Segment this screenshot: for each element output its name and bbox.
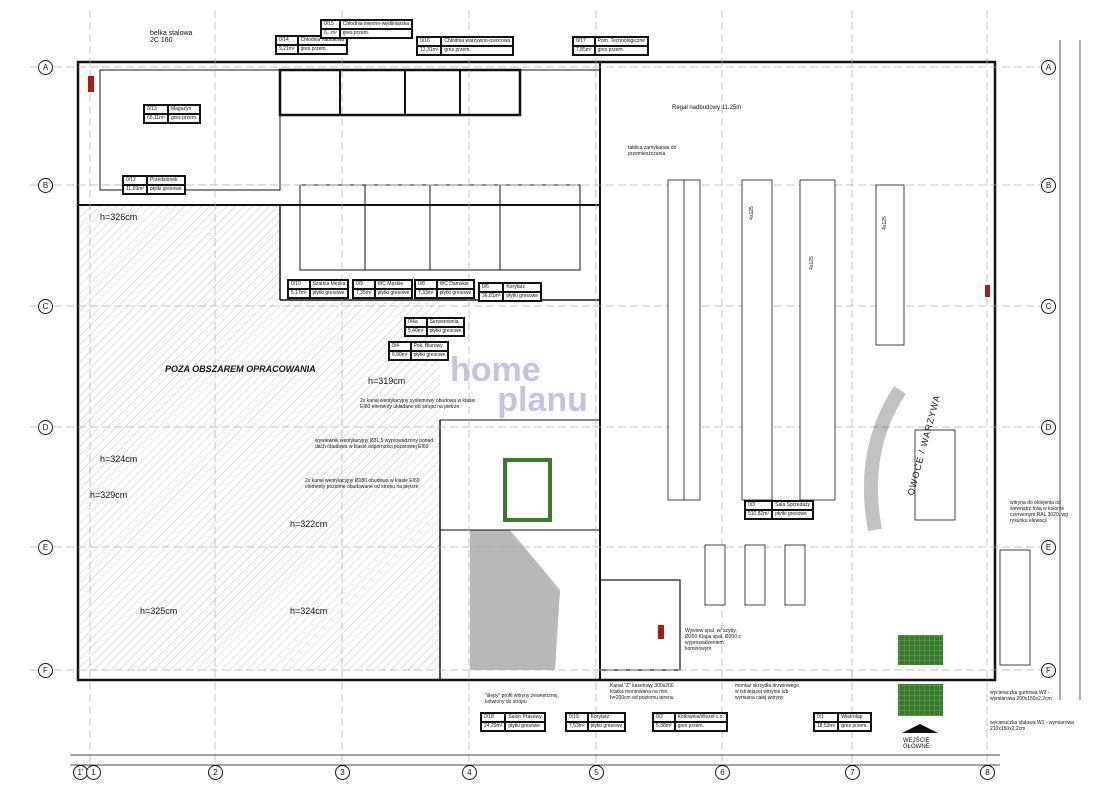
- axis-row-d: D: [38, 420, 53, 435]
- axis-col-6: 6: [715, 765, 730, 780]
- axis-row-e-right: E: [1041, 540, 1056, 555]
- axis-row-b-right: B: [1041, 178, 1056, 193]
- entrance-arrow: [902, 724, 938, 733]
- shop-front-note: tablica zamykanaa do przemieszczania: [628, 145, 677, 157]
- annotation-note: montaż skrzydła drzwiowego w istniejącej…: [735, 683, 799, 701]
- watermark: home planu: [450, 351, 588, 419]
- axis-col-2: 2: [208, 765, 223, 780]
- axis-row-c-right: C: [1041, 299, 1056, 314]
- axis-col-4: 4: [462, 765, 477, 780]
- axis-col-3: 3: [335, 765, 350, 780]
- height-label: h=325cm: [140, 606, 178, 616]
- shelf-label: 4x125: [748, 206, 755, 220]
- walls: [76, 60, 997, 682]
- doormats: [898, 635, 943, 716]
- axis-row-d-right: D: [1041, 420, 1056, 435]
- height-label: h=319cm: [368, 376, 406, 386]
- axis-row-f: F: [38, 663, 53, 678]
- axis-col-5: 5: [589, 765, 604, 780]
- annotation-note: 2x kanał wentylacyjny Ø180 obudowa w kla…: [305, 478, 420, 490]
- annotation-note: wycieraczka gumowa W2 - wymiarowa 200x15…: [990, 690, 1052, 702]
- axis-row-b: B: [38, 178, 53, 193]
- out-of-scope-label: POZA OBSZAREM OPRACOWANIA: [165, 364, 316, 374]
- axis-row-a: A: [38, 60, 53, 75]
- axis-row-a-right: A: [1041, 60, 1056, 75]
- axis-col-8: 8: [980, 765, 995, 780]
- height-label: h=322cm: [290, 519, 328, 529]
- height-label: h=324cm: [290, 606, 328, 616]
- annotation-note: 2x kanał wentylacyjny systemowy obudowa …: [360, 398, 476, 410]
- out-of-scope-hatch: [80, 205, 560, 670]
- grid-lines: [30, 10, 1040, 770]
- annotation-note: witryna do oklejenia od wewnątrz folią w…: [1010, 500, 1068, 524]
- dimension-lines: [70, 40, 1081, 766]
- annotation-note: wycieraczka stalowa W1 - wymiarowa 210x1…: [990, 720, 1074, 732]
- axis-row-c: C: [38, 299, 53, 314]
- shelf-label: 4x125: [881, 216, 888, 230]
- height-label: h=326cm: [100, 212, 138, 222]
- shelving-racks: [667, 179, 1031, 666]
- height-label: h=329cm: [90, 490, 128, 500]
- annotation-note: Wywiew spal. w/ szyby, Ø200 Klapa spal. …: [685, 628, 741, 652]
- annotation-note: wywiewnik wentylacyjny Ø31,5 wyprowadzon…: [315, 438, 434, 450]
- height-label: h=324cm: [100, 454, 138, 464]
- axis-col-7: 7: [845, 765, 860, 780]
- shelf-label: 4x125: [808, 256, 815, 270]
- shelf-top-label: Regał nadbudowy 11.25m: [672, 105, 742, 111]
- annotation-note: "ślepy" profil witryny zewnętrznej, kotw…: [485, 693, 559, 705]
- axis-row-f-right: F: [1041, 663, 1056, 678]
- annotation-note: Kanał "Z" kasetowy 300x200 kratka montow…: [610, 683, 674, 701]
- axis-row-e: E: [38, 540, 53, 555]
- axis-col-1: 1: [86, 765, 101, 780]
